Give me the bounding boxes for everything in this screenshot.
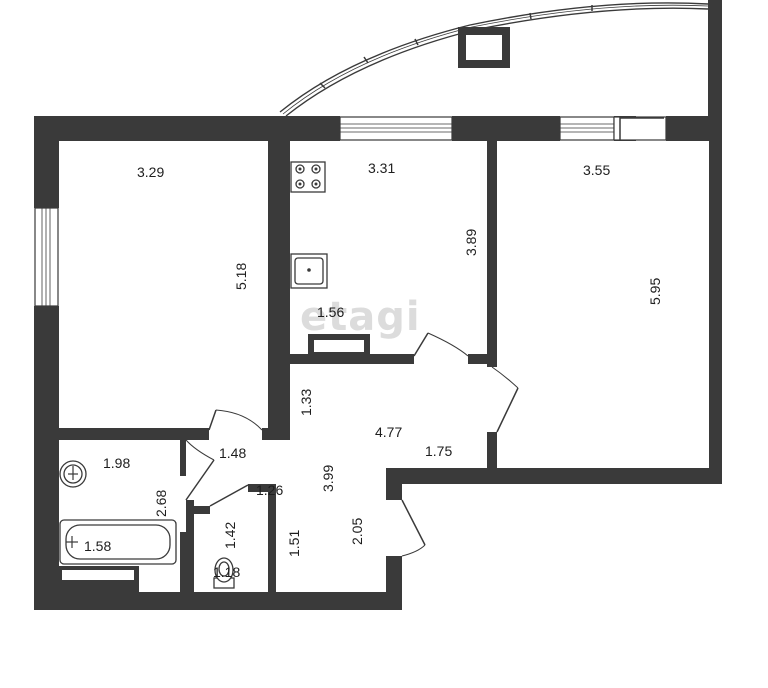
dim-bathroom-door-wall: 1.48 xyxy=(219,445,246,461)
dim-room-right-width: 3.55 xyxy=(583,162,610,178)
bathtub-icon xyxy=(59,519,177,565)
dim-bathroom-length: 2.68 xyxy=(153,490,169,517)
dim-wc-width: 1.26 xyxy=(256,482,283,498)
dim-kitchen-nook: 1.56 xyxy=(317,304,344,320)
dim-room-left-width: 3.29 xyxy=(137,164,164,180)
dim-wc-length: 1.42 xyxy=(222,522,238,549)
fixtures xyxy=(59,161,370,589)
windows xyxy=(34,116,667,307)
door-wc xyxy=(209,484,249,507)
door-entrance xyxy=(401,499,426,546)
balcony-glazing xyxy=(279,2,709,113)
watermark-logo: etagi xyxy=(300,294,421,340)
dim-corridor-right: 2.05 xyxy=(349,518,365,545)
dim-hall-upper-depth: 1.33 xyxy=(298,389,314,416)
balcony-door xyxy=(613,116,667,141)
dim-hall-length: 3.99 xyxy=(320,465,336,492)
dim-bathroom-width: 1.98 xyxy=(103,455,130,471)
door-left-room xyxy=(208,409,217,431)
dimension-labels: 3.29 5.18 3.31 3.89 1.56 3.55 5.95 1.33 … xyxy=(84,160,663,580)
kitchen-sink-icon xyxy=(290,253,328,289)
window-kitchen xyxy=(339,116,453,141)
door-kitchen xyxy=(413,332,429,357)
balcony-right-wall xyxy=(708,0,722,118)
washbasin-icon xyxy=(59,460,87,488)
window-right-room xyxy=(559,116,615,141)
interior-walls xyxy=(59,116,497,592)
window-left xyxy=(34,207,59,307)
doors xyxy=(185,332,519,557)
dim-kitchen-length: 3.89 xyxy=(463,229,479,256)
dim-wc-bottom: 1.18 xyxy=(213,564,240,580)
toilet-icon xyxy=(213,557,235,589)
dim-room-left-length: 5.18 xyxy=(233,263,249,290)
balcony xyxy=(279,0,722,118)
dim-bath-tub: 1.58 xyxy=(84,538,111,554)
door-right-room xyxy=(496,387,519,433)
dim-kitchen-width: 3.31 xyxy=(368,160,395,176)
door-bathroom xyxy=(185,459,215,501)
dim-hall-right-segment: 1.75 xyxy=(425,443,452,459)
dim-hall-width: 4.77 xyxy=(375,424,402,440)
dim-room-right-length: 5.95 xyxy=(647,278,663,305)
stove-icon xyxy=(290,161,326,193)
dim-corridor-left: 1.51 xyxy=(286,530,302,557)
